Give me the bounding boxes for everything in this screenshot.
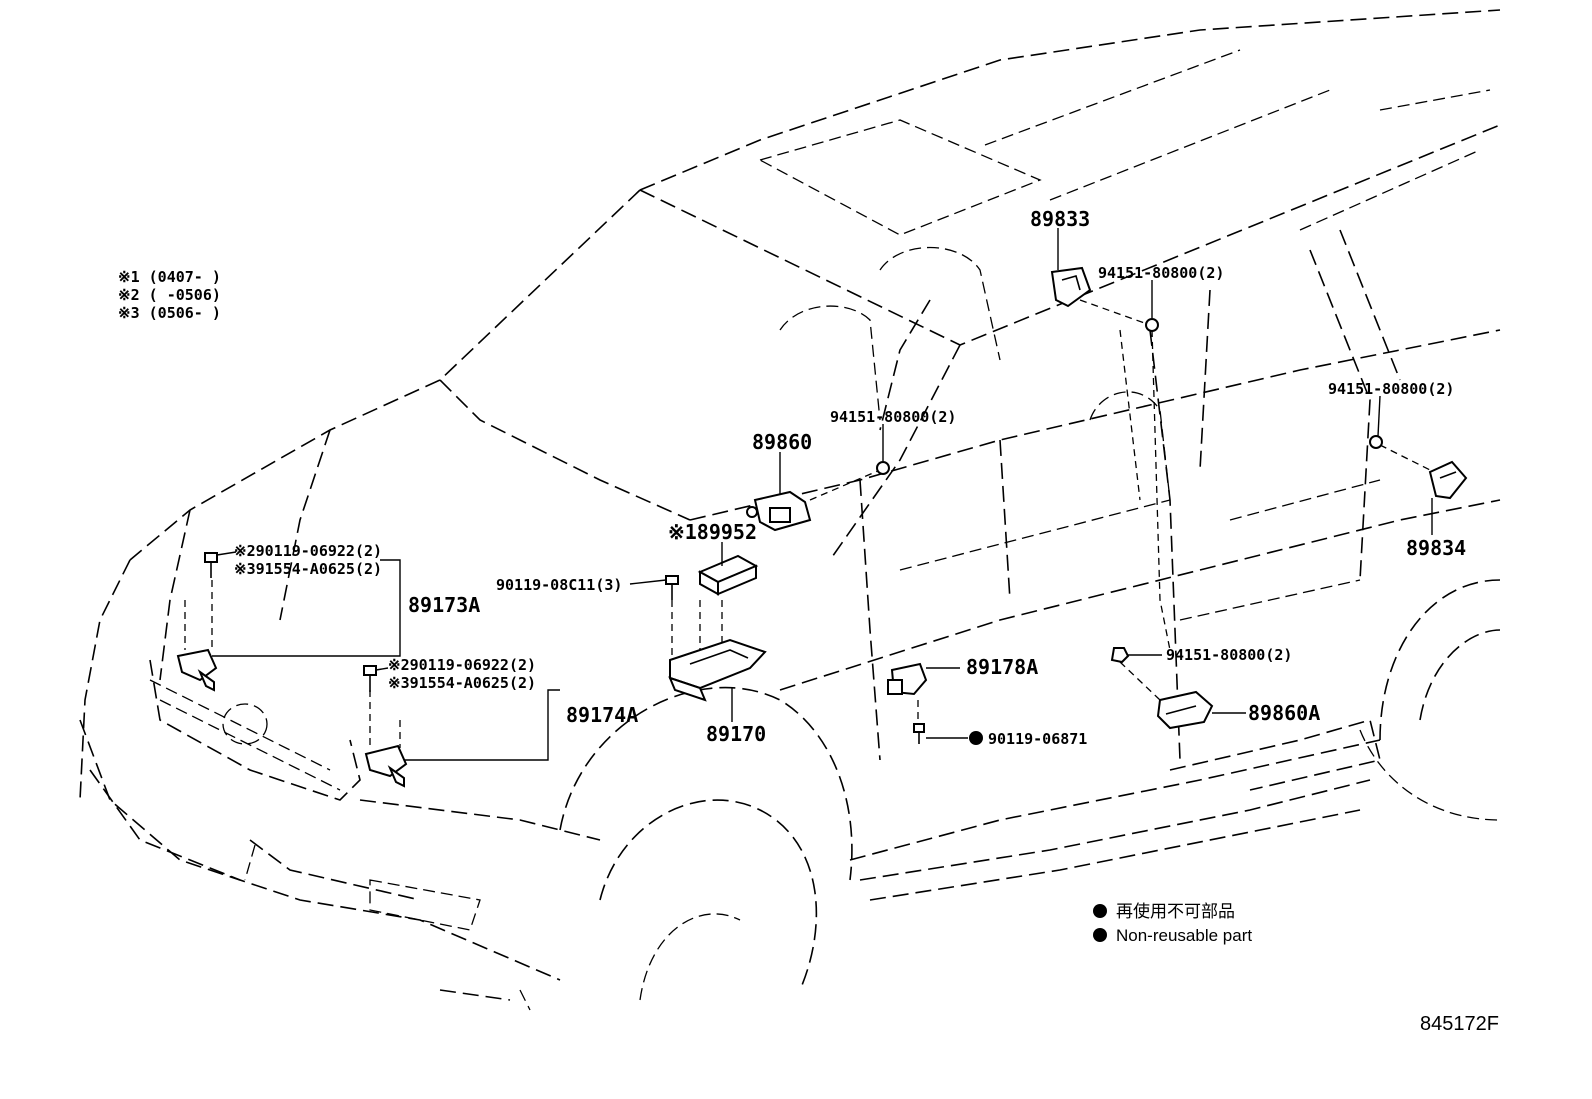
label-90119-06871: 90119-06871	[988, 730, 1087, 748]
label-89173a: 89173A	[408, 593, 480, 617]
part-89833[interactable]: 89833	[1030, 207, 1151, 326]
part-89173a[interactable]: 89173A	[176, 559, 480, 692]
label-90119-08c11: 90119-08C11(3)	[496, 576, 622, 594]
part-90119-06871[interactable]: 90119-06871	[913, 723, 1087, 748]
part-89860a[interactable]: 89860A	[1156, 690, 1320, 730]
part-89178a[interactable]: 89178A	[887, 655, 1038, 720]
variant-notes: ※1 (0407- ) ※2 ( -0506) ※3 (0506- )	[118, 268, 221, 322]
variant-note-1: ※1 (0407- )	[118, 268, 221, 286]
part-94151-mid[interactable]: 94151-80800(2)	[830, 408, 956, 475]
label-89174a: 89174A	[566, 703, 638, 727]
label-94151-right: 94151-80800(2)	[1328, 380, 1454, 398]
part-94151-top[interactable]: 94151-80800(2)	[1098, 264, 1224, 651]
label-89833: 89833	[1030, 207, 1090, 231]
label-90119-06922-a: ※290119-06922(2)	[234, 542, 382, 560]
legend-marker-icon	[1093, 928, 1107, 942]
part-bolt-set-b[interactable]: ※290119-06922(2) ※391554-A0625(2)	[363, 656, 536, 692]
label-89860: 89860	[752, 430, 812, 454]
part-94151-right[interactable]: 94151-80800(2)	[1328, 380, 1454, 449]
legend-marker-icon	[1093, 904, 1107, 918]
label-89170: 89170	[706, 722, 766, 746]
label-94151-top: 94151-80800(2)	[1098, 264, 1224, 282]
part-89174a[interactable]: 89174A	[364, 689, 638, 788]
non-reusable-marker-icon	[969, 731, 983, 745]
part-89834[interactable]: 89834	[1379, 444, 1468, 560]
label-89834: 89834	[1406, 536, 1466, 560]
label-91554-a: ※391554-A0625(2)	[234, 560, 382, 578]
label-94151-mid: 94151-80800(2)	[830, 408, 956, 426]
part-89952[interactable]: ※189952	[668, 520, 759, 650]
legend: 再使用不可部品 Non-reusable part	[1093, 901, 1252, 945]
label-90119-06922-b: ※290119-06922(2)	[388, 656, 536, 674]
part-90119-08c11[interactable]: 90119-08C11(3)	[496, 575, 679, 660]
label-89178a: 89178A	[966, 655, 1038, 679]
legend-english: Non-reusable part	[1116, 926, 1252, 945]
legend-japanese: 再使用不可部品	[1116, 901, 1235, 921]
label-91554-b: ※391554-A0625(2)	[388, 674, 536, 692]
diagram-code: 845172F	[1420, 1013, 1499, 1035]
label-89952: ※189952	[668, 520, 757, 544]
label-94151-low: 94151-80800(2)	[1166, 646, 1292, 664]
part-bolt-set-a[interactable]: ※290119-06922(2) ※391554-A0625(2)	[204, 542, 382, 578]
variant-note-2: ※2 ( -0506)	[118, 286, 221, 304]
part-89860[interactable]: 89860	[746, 430, 881, 532]
vehicle-outline	[79, 9, 1501, 1011]
part-89170[interactable]: 89170	[668, 638, 767, 746]
label-89860a: 89860A	[1248, 701, 1320, 725]
part-94151-low[interactable]: 94151-80800(2)	[1110, 646, 1292, 701]
variant-note-3: ※3 (0506- )	[118, 304, 221, 322]
